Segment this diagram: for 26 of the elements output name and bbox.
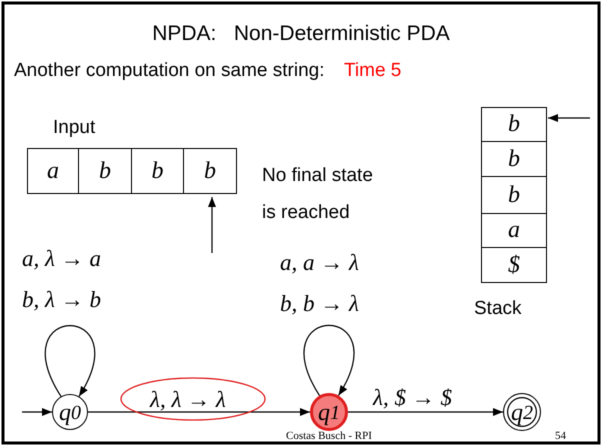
slide-title: NPDA: Non-Deterministic PDA <box>151 22 451 46</box>
page-number: 54 <box>555 430 566 442</box>
self-loop-arrow <box>304 324 354 396</box>
tape-heading: Input <box>53 117 96 139</box>
self-loop-arrow <box>44 325 96 397</box>
pointer-arrow <box>548 114 590 122</box>
footer-text: Costas Busch - RPI <box>286 430 372 442</box>
subtitle: Another computation on same string: <box>14 60 325 82</box>
stack-cell: b <box>481 177 547 214</box>
stack-cell: $ <box>481 248 547 283</box>
transition-arrow <box>348 408 503 416</box>
tape-cell: b <box>132 148 184 194</box>
stack-cell: b <box>481 107 547 142</box>
transition-arrow <box>88 408 310 416</box>
tape-cell: b <box>184 148 237 194</box>
transition-label: λ, λ → λ <box>150 388 226 411</box>
pointer-arrow <box>22 408 52 416</box>
pointer-arrow <box>208 197 216 253</box>
tape-cell: a <box>27 148 79 194</box>
stack-cell: a <box>481 214 547 248</box>
transition-label: λ, $ → $ <box>373 386 452 409</box>
note-text: No final state is reached <box>262 164 374 225</box>
time-step: Time 5 <box>344 60 402 82</box>
tape-cell: b <box>79 148 132 194</box>
stack-heading: Stack <box>474 298 522 320</box>
stack-cell: b <box>481 142 547 177</box>
